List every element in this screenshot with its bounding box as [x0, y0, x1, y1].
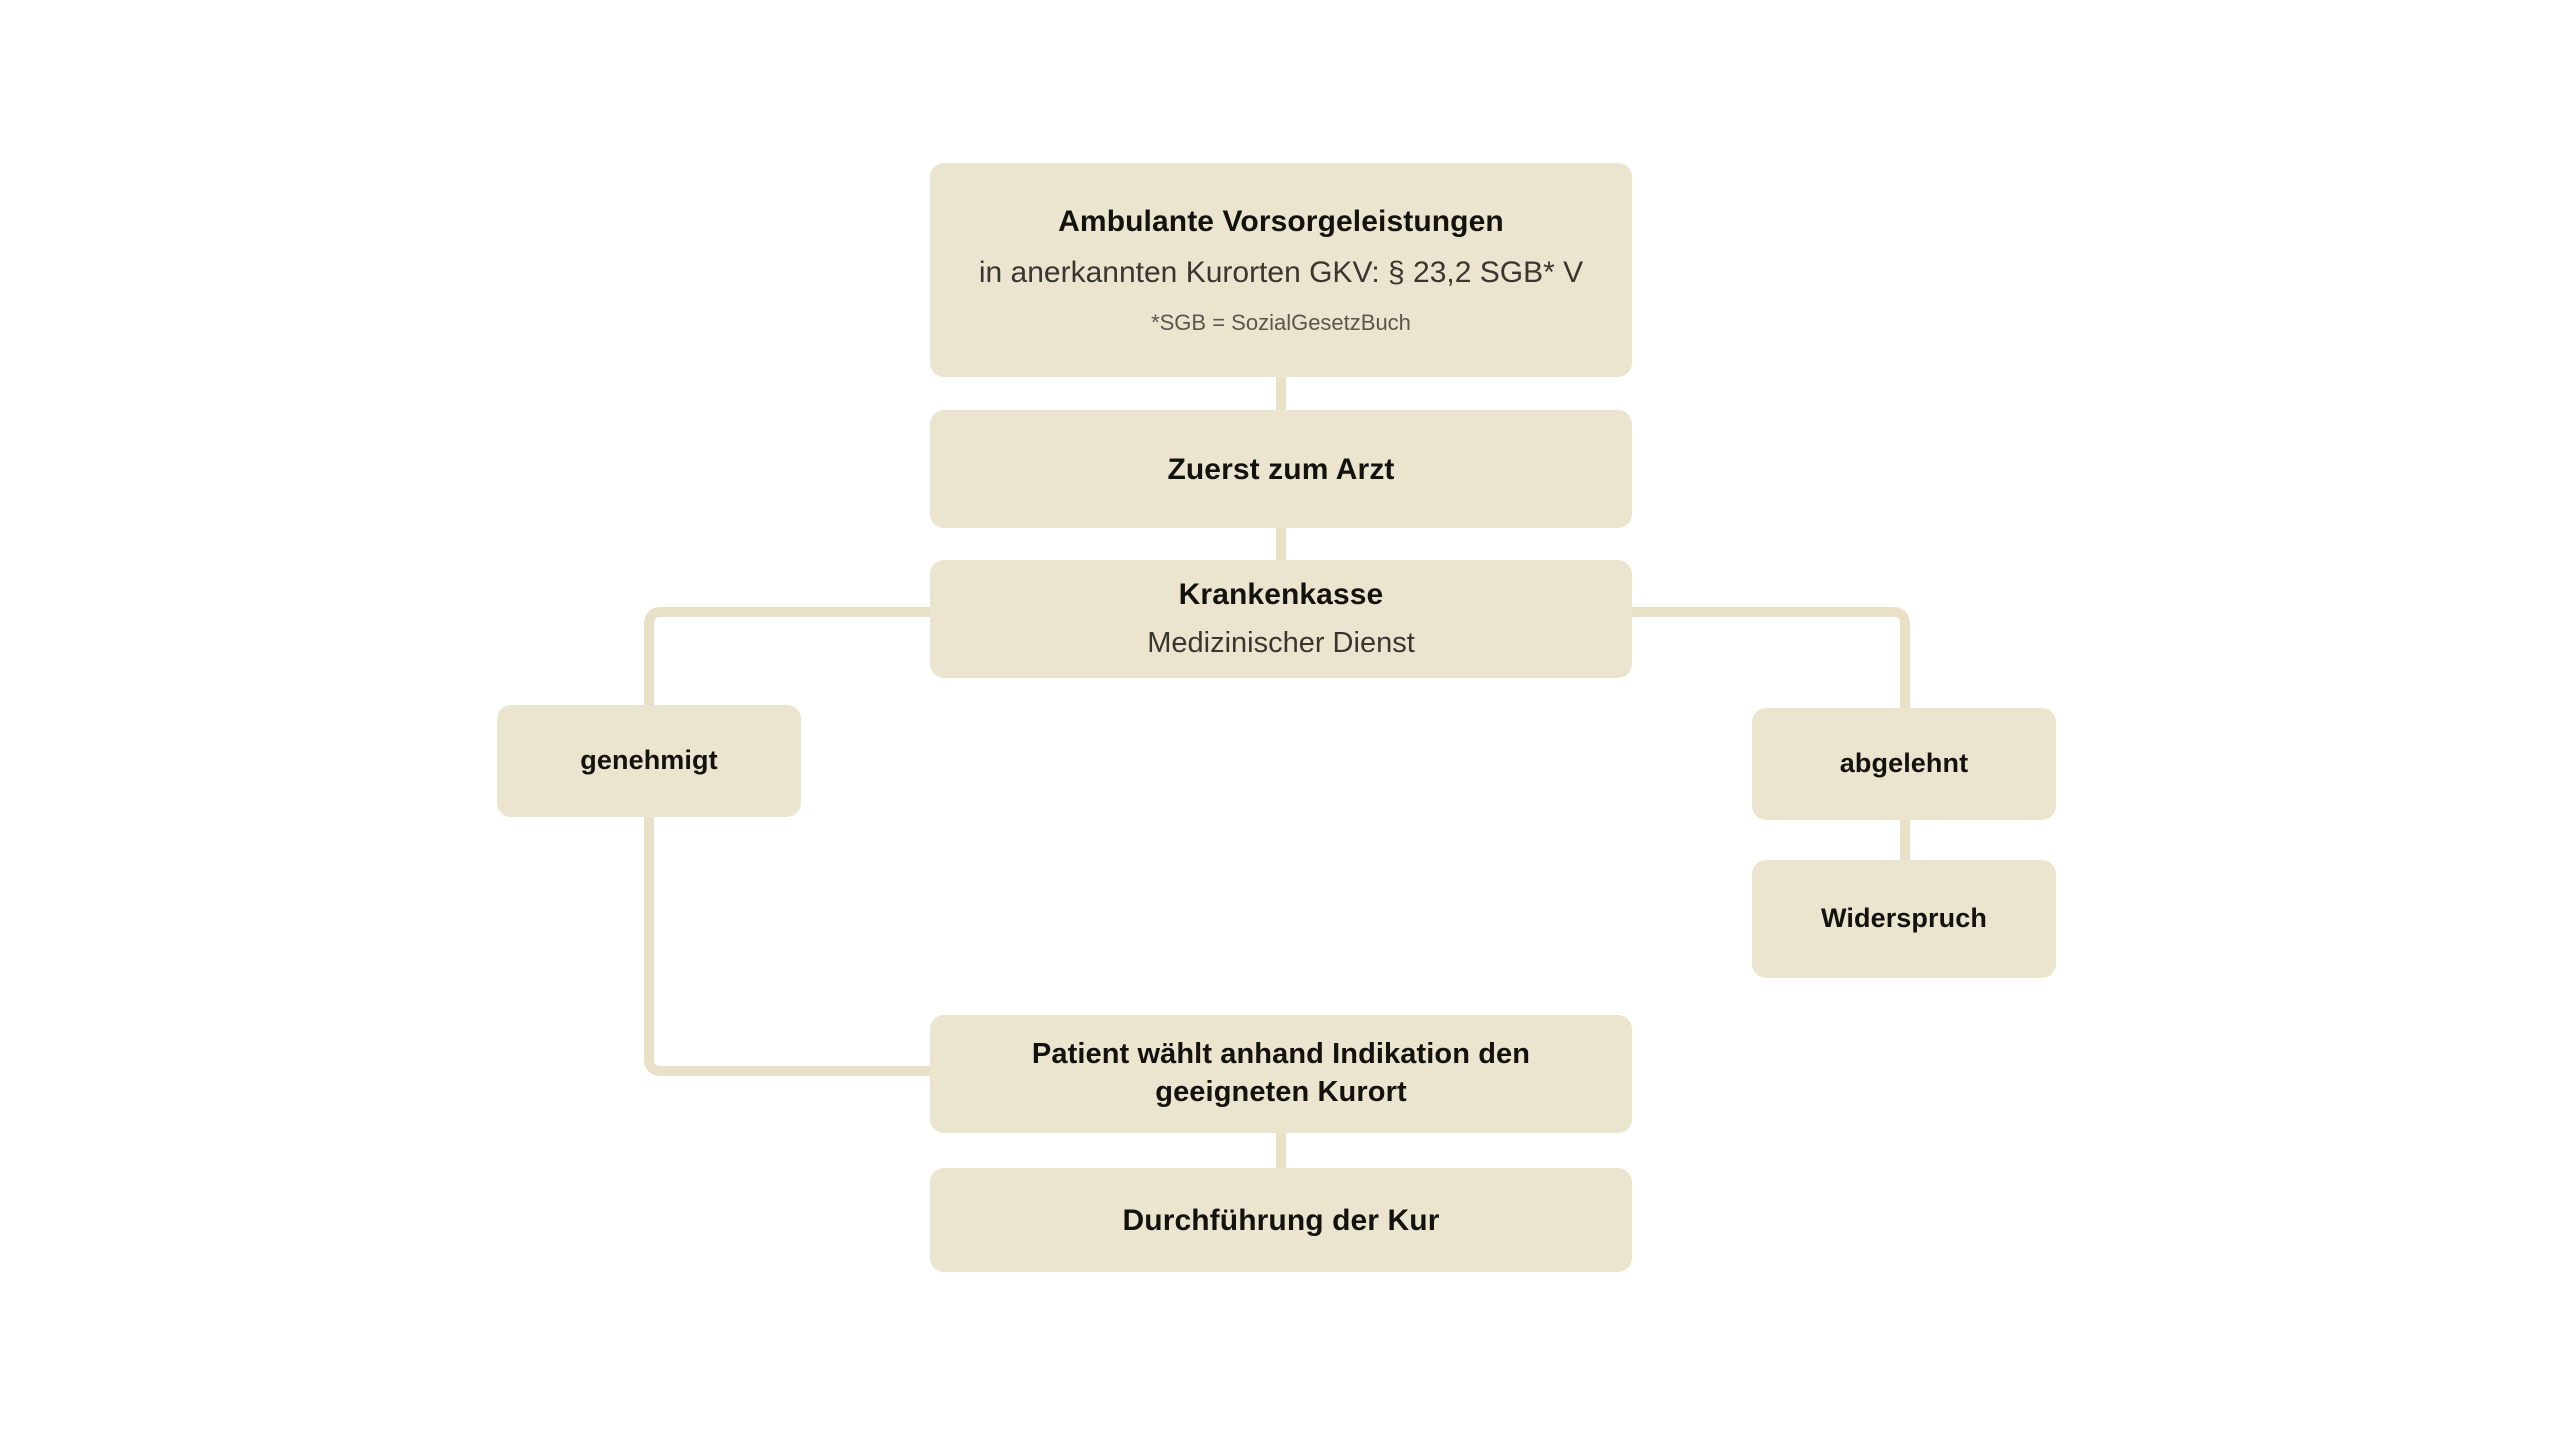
node-title: genehmigt	[580, 745, 718, 776]
node-subtitle: in anerkannten Kurorten GKV: § 23,2 SGB*…	[978, 256, 1584, 290]
node-title: Widerspruch	[1821, 903, 1987, 934]
node-genehmigt[interactable]: genehmigt	[497, 705, 801, 817]
node-widerspruch[interactable]: Widerspruch	[1752, 860, 2056, 978]
node-zuerst-zum-arzt[interactable]: Zuerst zum Arzt	[930, 410, 1632, 528]
node-subtitle: Medizinischer Dienst	[1147, 626, 1415, 659]
node-krankenkasse[interactable]: Krankenkasse Medizinischer Dienst	[930, 560, 1632, 678]
node-abgelehnt[interactable]: abgelehnt	[1752, 708, 2056, 820]
node-footnote: *SGB = SozialGesetzBuch	[1151, 309, 1411, 335]
node-durchfuehrung-der-kur[interactable]: Durchführung der Kur	[930, 1168, 1632, 1272]
edge-kasse-to-abgelehnt	[1628, 607, 1910, 714]
node-patient-waehlt-kurort[interactable]: Patient wählt anhand Indikation den geei…	[930, 1015, 1632, 1133]
node-title: Zuerst zum Arzt	[1167, 452, 1395, 486]
node-title-line-1: Patient wählt anhand Indikation den	[1031, 1038, 1531, 1071]
node-ambulante-vorsorgeleistungen[interactable]: Ambulante Vorsorgeleistungen in anerkann…	[930, 163, 1632, 377]
node-title: Durchführung der Kur	[1122, 1203, 1440, 1237]
node-title: Ambulante Vorsorgeleistungen	[1058, 205, 1504, 239]
node-title: Krankenkasse	[1178, 577, 1384, 611]
edge-kasse-to-genehmigt	[644, 607, 934, 711]
edge-genehmigt-to-kurort	[644, 812, 934, 1076]
node-title-line-2: geeigneten Kurort	[1155, 1076, 1407, 1108]
node-title: abgelehnt	[1839, 748, 1969, 779]
